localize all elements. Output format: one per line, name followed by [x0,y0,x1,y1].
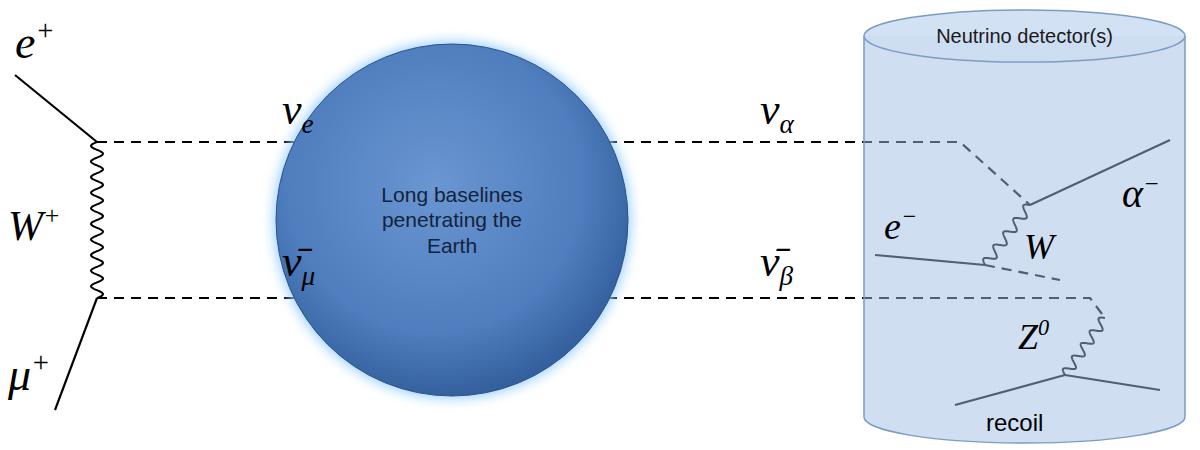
earth-sphere: Long baselines penetrating the Earth [264,32,640,408]
neutrino-label-anchor: νe [282,84,314,135]
neutrino-label-anchor: ν̄μ [282,236,315,287]
boson-label-anchor: W+ [8,202,61,250]
neutrino-label: ν̄μ [282,236,315,287]
particle-label: e+ [15,16,55,69]
boson-label-anchor: W [1024,226,1054,268]
neutrino-label-anchor: να [760,84,794,135]
boson-line [91,142,103,298]
cylinder-body [864,36,1185,443]
lepton-label: α− [1122,170,1160,217]
recoil-label: recoil [986,409,1043,437]
lepton-label-anchor: α− [1122,170,1160,217]
boson-label: Z0 [1018,316,1049,358]
neutrino-label: νe [282,84,314,135]
neutrino-label: να [760,84,794,135]
electron-label: e− [884,204,917,248]
neutrino-label: ν̄β [760,236,793,287]
fermion-line [15,75,97,142]
recoil-label-anchor: recoil [986,409,1043,437]
sphere-body [276,44,628,396]
boson-label: W+ [8,202,61,250]
fermion-line [55,298,97,410]
sphere-label: Long baselines penetrating the Earth [372,182,532,258]
electron-label-anchor: e− [884,204,917,248]
sphere-glow [273,41,631,399]
particle-label-anchor: e+ [15,16,55,69]
particle-label: μ+ [8,348,50,401]
detector-title: Neutrino detector(s) [936,24,1113,48]
boson-label: W [1024,226,1054,268]
cylinder-top [864,10,1185,62]
particle-label-anchor: μ+ [8,348,50,401]
boson-label-anchor: Z0 [1018,316,1049,358]
neutrino-label-anchor: ν̄β [760,236,793,287]
